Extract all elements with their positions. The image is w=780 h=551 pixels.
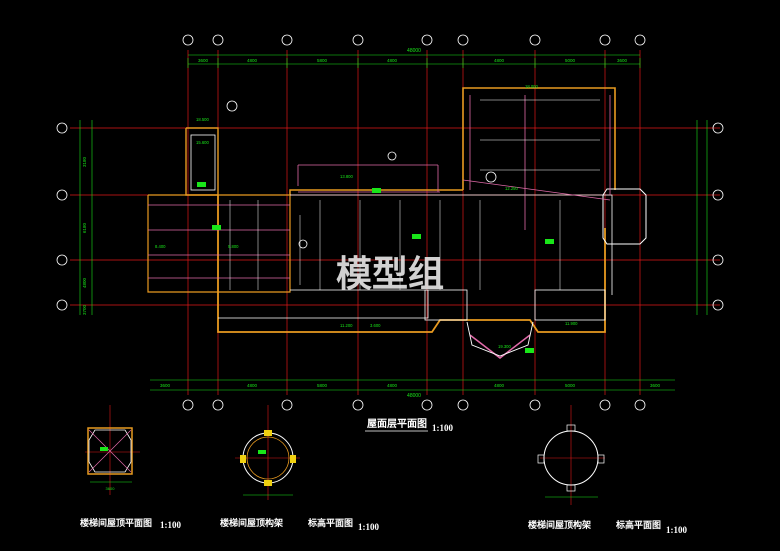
dim-label: 3600 <box>198 58 209 63</box>
dimension-lines <box>79 54 708 391</box>
elevation-label: 8.400 <box>155 244 166 249</box>
dim-label: 3600 <box>617 58 628 63</box>
detail-scale: 1:100 <box>160 520 181 530</box>
detail-suffix: 标高平面图 <box>615 519 661 530</box>
elevation-label: 3.600 <box>370 323 381 328</box>
dim-label: 3180 <box>82 156 87 167</box>
dim-label: 4800 <box>247 58 258 63</box>
dim-label: 4800 <box>494 58 505 63</box>
axis-bubbles <box>56 34 724 411</box>
dim-label: 5000 <box>565 58 576 63</box>
watermark-text: 模型组 <box>336 254 444 295</box>
dim-label: 5800 <box>317 383 328 388</box>
dim-label: 4800 <box>82 277 87 288</box>
dim-label: 3600 <box>650 383 661 388</box>
level-markers <box>197 182 554 353</box>
detail-roof-frame-elevation-2: 楼梯间屋顶构架 标高平面图 1:100 <box>528 405 687 535</box>
detail-suffix: 标高平面图 <box>307 517 353 528</box>
interior-lines <box>229 99 600 290</box>
detail-stair-roof-plan: 3600 楼梯间屋顶平面图 1:100 <box>80 405 181 530</box>
elevation-label: 11.900 <box>565 321 578 326</box>
elevation-label: 15.600 <box>196 140 209 145</box>
dim-label: 3600 <box>160 383 171 388</box>
dim-label: 5800 <box>317 58 328 63</box>
detail-scale: 1:100 <box>358 522 379 532</box>
elevation-label: 18.000 <box>525 84 538 89</box>
detail-scale: 1:100 <box>666 525 687 535</box>
total-dimension-bottom: 48000 <box>407 393 421 399</box>
elevation-label: 19.300 <box>498 344 511 349</box>
dim-label: 4800 <box>494 383 505 388</box>
dim-label: 4800 <box>387 58 398 63</box>
elevation-label: 11.200 <box>340 323 353 328</box>
detail-dim: 3600 <box>106 486 116 491</box>
detail-title: 楼梯间屋顶平面图 <box>80 517 152 528</box>
section-markers <box>226 100 497 249</box>
dim-label: 4800 <box>387 383 398 388</box>
dimension-labels-top: 3600 4800 5800 4800 4800 5000 3600 <box>198 58 628 63</box>
main-plan-title: 屋面层平面图 <box>367 418 427 430</box>
elevation-label: 13.800 <box>340 174 353 179</box>
elevation-label: 18.500 <box>196 117 209 122</box>
dim-label: 6180 <box>82 222 87 233</box>
detail-title: 楼梯间屋顶构架 <box>528 519 591 530</box>
elevation-label: 12.250 <box>505 186 518 191</box>
dimension-labels-bottom: 3600 4800 5800 4800 4800 5000 3600 <box>160 383 661 388</box>
detail-roof-frame-elevation-1: 楼梯间屋顶构架 标高平面图 1:100 <box>220 405 379 532</box>
roof-slope-lines <box>148 95 611 279</box>
dim-label: 5000 <box>565 383 576 388</box>
total-dimension: 48000 <box>407 48 421 54</box>
detail-title: 楼梯间屋顶构架 <box>220 517 283 528</box>
elevation-label: 5.800 <box>228 244 239 249</box>
dimension-labels-left: 3180 6180 4800 3700 <box>82 156 87 315</box>
dim-label: 4800 <box>247 383 258 388</box>
dim-label: 3700 <box>82 304 87 315</box>
main-plan-scale: 1:100 <box>432 423 453 433</box>
building-outline <box>147 87 647 359</box>
elevation-labels: 18.500 15.600 13.800 12.250 11.200 8.400… <box>155 84 578 349</box>
